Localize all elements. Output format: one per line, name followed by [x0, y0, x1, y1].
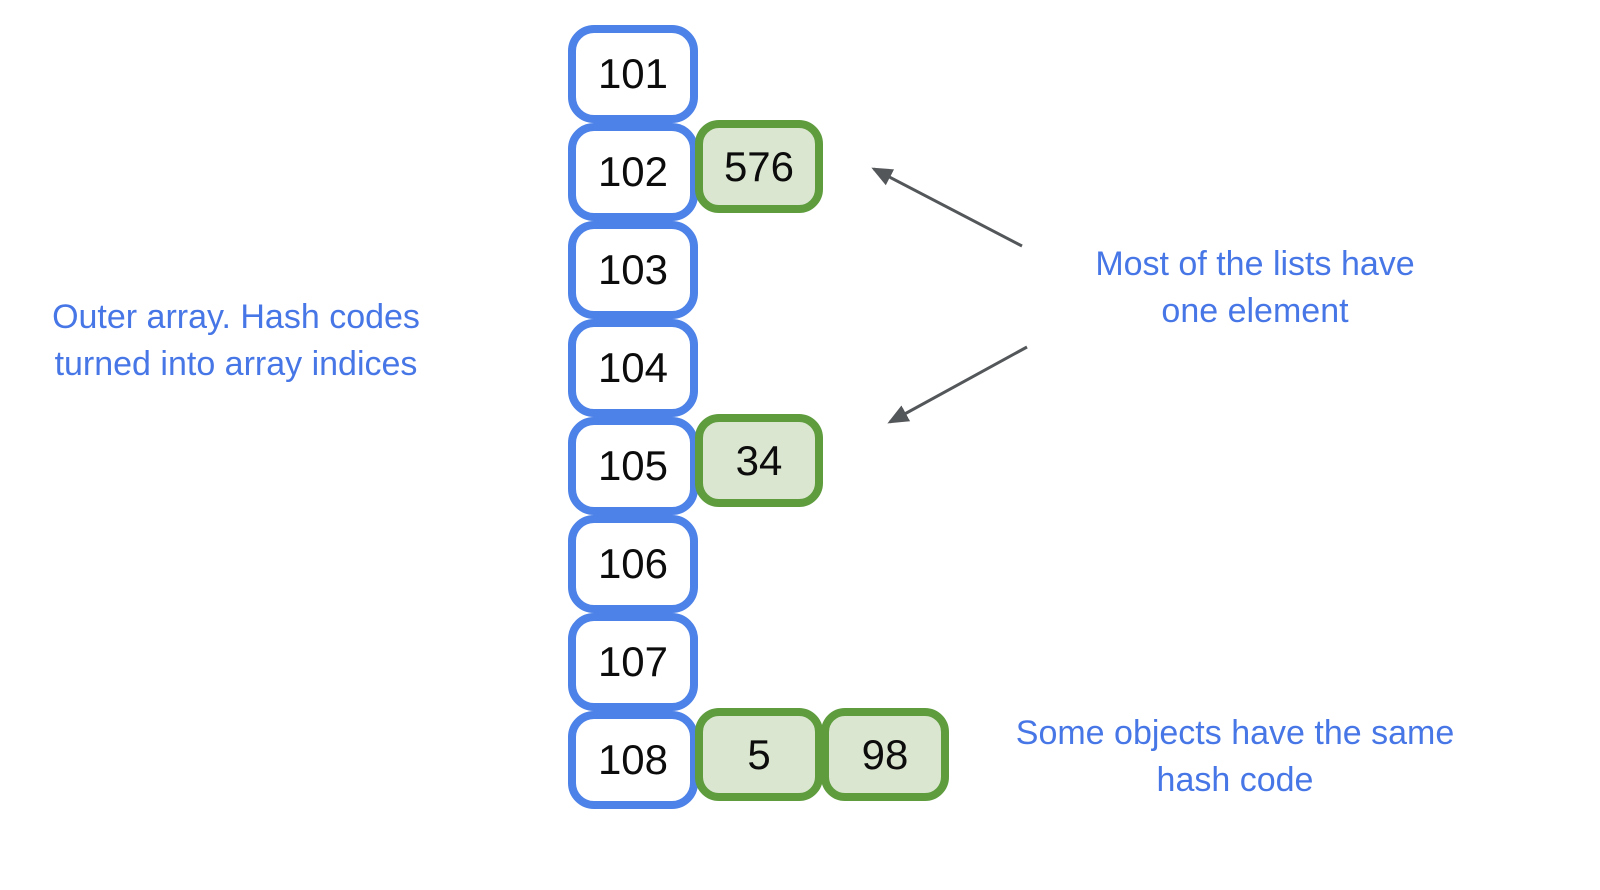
array-slot-104: 104 [568, 319, 698, 417]
outer-array: 101 102 576 103 104 105 34 106 107 108 5… [568, 25, 949, 809]
array-row-101: 101 [568, 25, 949, 123]
array-row-107: 107 [568, 613, 949, 711]
array-slot-106: 106 [568, 515, 698, 613]
bucket-98: 98 [821, 708, 949, 801]
caption-collision: Some objects have the same hash code [1015, 714, 1455, 799]
array-slot-101: 101 [568, 25, 698, 123]
array-row-104: 104 [568, 319, 949, 417]
caption-outer-array: Outer array. Hash codes turned into arra… [52, 298, 420, 383]
bucket-576: 576 [695, 120, 823, 213]
caption-single-element: Most of the lists have one element [1095, 245, 1415, 330]
array-row-108: 108 5 98 [568, 708, 949, 809]
array-slot-102: 102 [568, 123, 698, 221]
bucket-34: 34 [695, 414, 823, 507]
array-slot-107: 107 [568, 613, 698, 711]
array-row-102: 102 576 [568, 120, 949, 221]
array-row-103: 103 [568, 221, 949, 319]
array-slot-108: 108 [568, 711, 698, 809]
array-row-106: 106 [568, 515, 949, 613]
array-slot-103: 103 [568, 221, 698, 319]
array-slot-105: 105 [568, 417, 698, 515]
bucket-5: 5 [695, 708, 823, 801]
array-row-105: 105 34 [568, 414, 949, 515]
